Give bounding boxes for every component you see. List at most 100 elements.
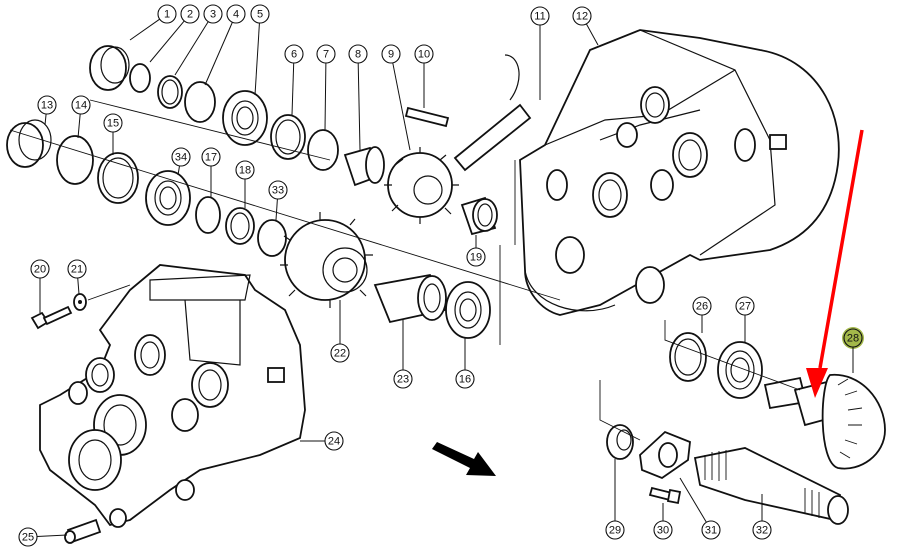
- callout-circle: [316, 44, 336, 64]
- callout-circle: [530, 6, 550, 26]
- leader-line: [204, 22, 233, 86]
- part-19-bushing: [460, 196, 498, 236]
- callout-19: 19: [466, 235, 486, 267]
- part-18-ring: [225, 207, 255, 245]
- callout-circle: [71, 95, 91, 115]
- part-27-bearing: [717, 341, 763, 399]
- part-6-ring: [270, 114, 306, 160]
- callout-7: 7: [316, 44, 336, 131]
- part-32-output-shaft: [693, 447, 849, 525]
- callout-number: 22: [334, 348, 346, 360]
- callout-circle: [324, 431, 344, 451]
- callout-number: 3: [210, 9, 216, 21]
- part-25-dowel-pin: [64, 518, 102, 544]
- part-10-chain-link: [404, 106, 450, 128]
- callout-number: 1: [164, 9, 170, 21]
- callout-17: 17: [201, 147, 221, 197]
- callout-27: 27: [735, 296, 755, 342]
- callout-circle: [250, 4, 270, 24]
- callout-number: 21: [71, 264, 83, 276]
- callout-10: 10: [414, 44, 434, 108]
- callout-number: 29: [609, 525, 621, 537]
- callout-circle: [381, 44, 401, 64]
- callout-circle: [735, 296, 755, 316]
- callout-circle: [284, 44, 304, 64]
- leader-line: [177, 165, 181, 176]
- callout-26: 26: [692, 296, 712, 333]
- callout-9: 9: [381, 44, 411, 151]
- part-8-sleeve: [343, 146, 385, 187]
- part-4-circlip: [184, 81, 216, 123]
- callout-number: 2: [187, 9, 193, 21]
- callout-circle: [235, 160, 255, 180]
- callout-number: 17: [205, 152, 217, 164]
- part-3-ring: [157, 75, 183, 109]
- leader-line: [679, 477, 707, 523]
- part-23-spacer-tube: [373, 273, 447, 324]
- part-16-bearing: [445, 281, 491, 339]
- callout-number: 14: [75, 100, 87, 112]
- callout-2: 2: [149, 4, 200, 63]
- callout-23: 23: [393, 320, 413, 389]
- callout-24: 24: [300, 431, 344, 451]
- callout-circle: [268, 180, 288, 200]
- part-15-ring: [97, 152, 139, 204]
- callout-circle: [180, 4, 200, 24]
- part-1-bearing-race: [89, 45, 130, 91]
- callout-number: 8: [355, 49, 361, 61]
- callout-number: 27: [739, 301, 751, 313]
- callout-12: 12: [572, 6, 599, 46]
- callout-circle: [455, 369, 475, 389]
- leader-line: [357, 62, 361, 151]
- part-28-bevel-pinion: [763, 374, 886, 470]
- leader-line: [291, 62, 295, 116]
- callout-number: 7: [323, 49, 329, 61]
- callout-1: 1: [129, 4, 177, 41]
- callout-25: 25: [18, 527, 68, 547]
- callout-20: 20: [30, 259, 50, 313]
- leader-line: [36, 534, 68, 538]
- callout-circle: [572, 6, 592, 26]
- leader-line: [585, 23, 599, 46]
- callout-32: 32: [752, 494, 772, 540]
- callout-number: 9: [388, 49, 394, 61]
- callout-6: 6: [284, 44, 304, 116]
- highlight-marker: [842, 327, 864, 349]
- callout-3: 3: [174, 4, 223, 76]
- leader-line: [77, 113, 81, 139]
- callout-number: 24: [328, 436, 340, 448]
- part-13-bearing-cup: [6, 119, 52, 168]
- callout-circle: [466, 247, 486, 267]
- callout-number: 32: [756, 525, 768, 537]
- callout-14: 14: [71, 95, 91, 139]
- part-7-circlip: [307, 129, 339, 171]
- part-22-double-sprocket: [280, 212, 373, 308]
- callout-21: 21: [67, 259, 87, 295]
- part-9-sprocket: [384, 147, 459, 224]
- callout-29: 29: [605, 459, 625, 540]
- callout-circle: [414, 44, 434, 64]
- callout-15: 15: [103, 113, 123, 155]
- callout-circle: [605, 520, 625, 540]
- callout-number: 10: [418, 49, 430, 61]
- callout-number: 30: [657, 525, 669, 537]
- leader-line: [392, 62, 411, 151]
- leader-line: [44, 113, 47, 126]
- callout-11: 11: [530, 6, 550, 100]
- part-26-seal-ring: [669, 332, 707, 382]
- callout-number: 4: [233, 9, 239, 21]
- callout-number: 12: [576, 11, 588, 23]
- red-pointer-arrow: [806, 129, 864, 398]
- alignment-lines: [9, 99, 801, 441]
- part-20-bolt: [30, 305, 73, 330]
- part-2-circlip: [129, 63, 151, 93]
- callout-33: 33: [268, 180, 288, 221]
- callout-number: 23: [397, 374, 409, 386]
- callout-number: 6: [291, 49, 297, 61]
- part-5-bearing: [222, 90, 268, 146]
- leader-line: [275, 198, 278, 221]
- callout-number: 25: [22, 532, 34, 544]
- callout-28: 28: [843, 328, 863, 373]
- callout-5: 5: [250, 4, 270, 96]
